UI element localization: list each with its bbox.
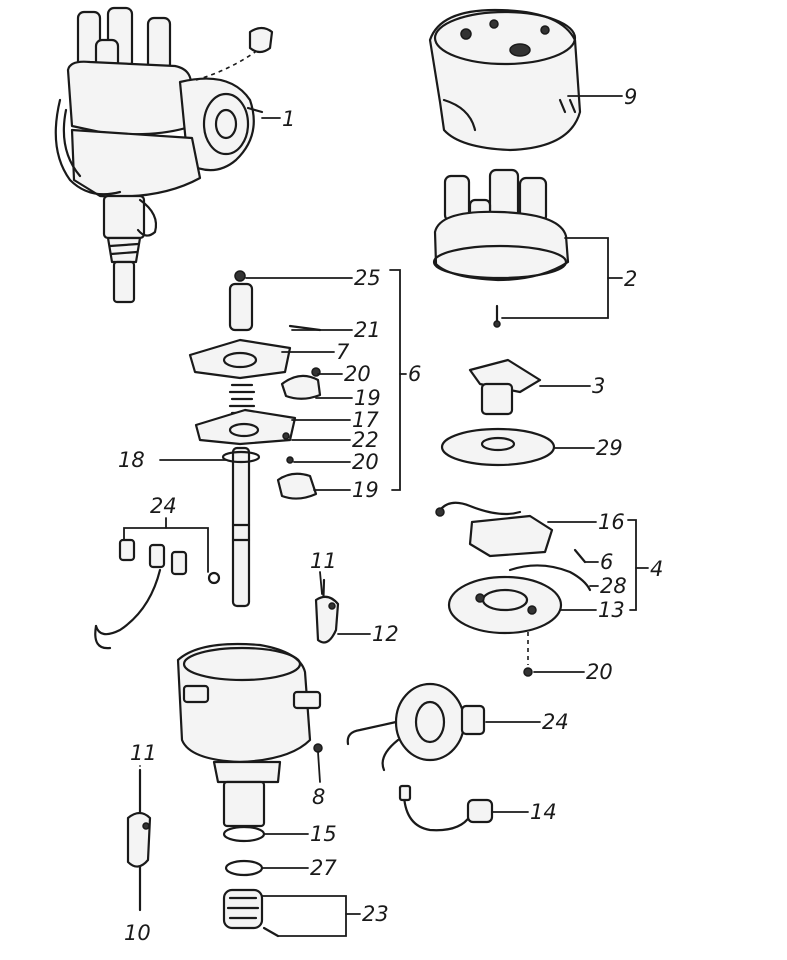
shaft-governor-assembly: [188, 270, 322, 608]
breaker-plate-group: [435, 501, 592, 677]
callout-23: 23: [362, 902, 389, 926]
callout-20-lower: 20: [586, 660, 613, 684]
vacuum-cable: [398, 784, 494, 832]
callout-20-upper: 20: [344, 362, 371, 386]
callout-29: 29: [596, 436, 623, 460]
callout-11-lower: 11: [130, 741, 157, 765]
lower-clip: [126, 768, 152, 912]
callout-20-mid: 20: [352, 450, 379, 474]
callout-8: 8: [312, 785, 325, 809]
callout-21: 21: [354, 318, 381, 342]
assembled-distributor: [54, 6, 274, 304]
callout-6-shaft: 6: [408, 362, 421, 386]
callout-2: 2: [624, 267, 637, 291]
clip-assembly: [314, 578, 340, 644]
distributor-housing: [176, 642, 323, 828]
distributor-cap: [432, 168, 570, 328]
callout-6-plate: 6: [600, 550, 613, 574]
callout-7: 7: [336, 340, 350, 364]
callout-25: 25: [354, 266, 381, 290]
callout-24-harness: 24: [150, 494, 177, 518]
dust-cover: [428, 8, 582, 152]
callout-18: 18: [118, 448, 145, 472]
callout-4: 4: [650, 557, 663, 581]
leader-lines: [123, 95, 649, 937]
callout-labels: 1 9 2 25 21 7 20 6 19 17 22 20 19 18 3 2…: [118, 85, 663, 945]
callout-14: 14: [530, 800, 557, 824]
rotor: [468, 358, 542, 416]
callout-28: 28: [600, 574, 627, 598]
callout-13: 13: [598, 598, 625, 622]
callout-22: 22: [352, 428, 379, 452]
washer-plate: [440, 427, 556, 467]
callout-17: 17: [352, 408, 379, 432]
gear-and-rings: [222, 825, 280, 938]
callout-9: 9: [624, 85, 637, 109]
callout-19-upper: 19: [354, 386, 381, 410]
callout-1: 1: [282, 107, 295, 131]
wiring-harness: [94, 538, 221, 650]
callout-12: 12: [372, 622, 399, 646]
callout-11-upper: 11: [310, 549, 337, 573]
vacuum-advance: [346, 682, 486, 772]
callout-19-lower: 19: [352, 478, 379, 502]
callout-3: 3: [592, 374, 605, 398]
callout-15: 15: [310, 822, 337, 846]
callout-27: 27: [310, 856, 337, 880]
callout-16: 16: [598, 510, 625, 534]
callout-10: 10: [124, 921, 151, 945]
callout-24-vacuum: 24: [542, 710, 569, 734]
